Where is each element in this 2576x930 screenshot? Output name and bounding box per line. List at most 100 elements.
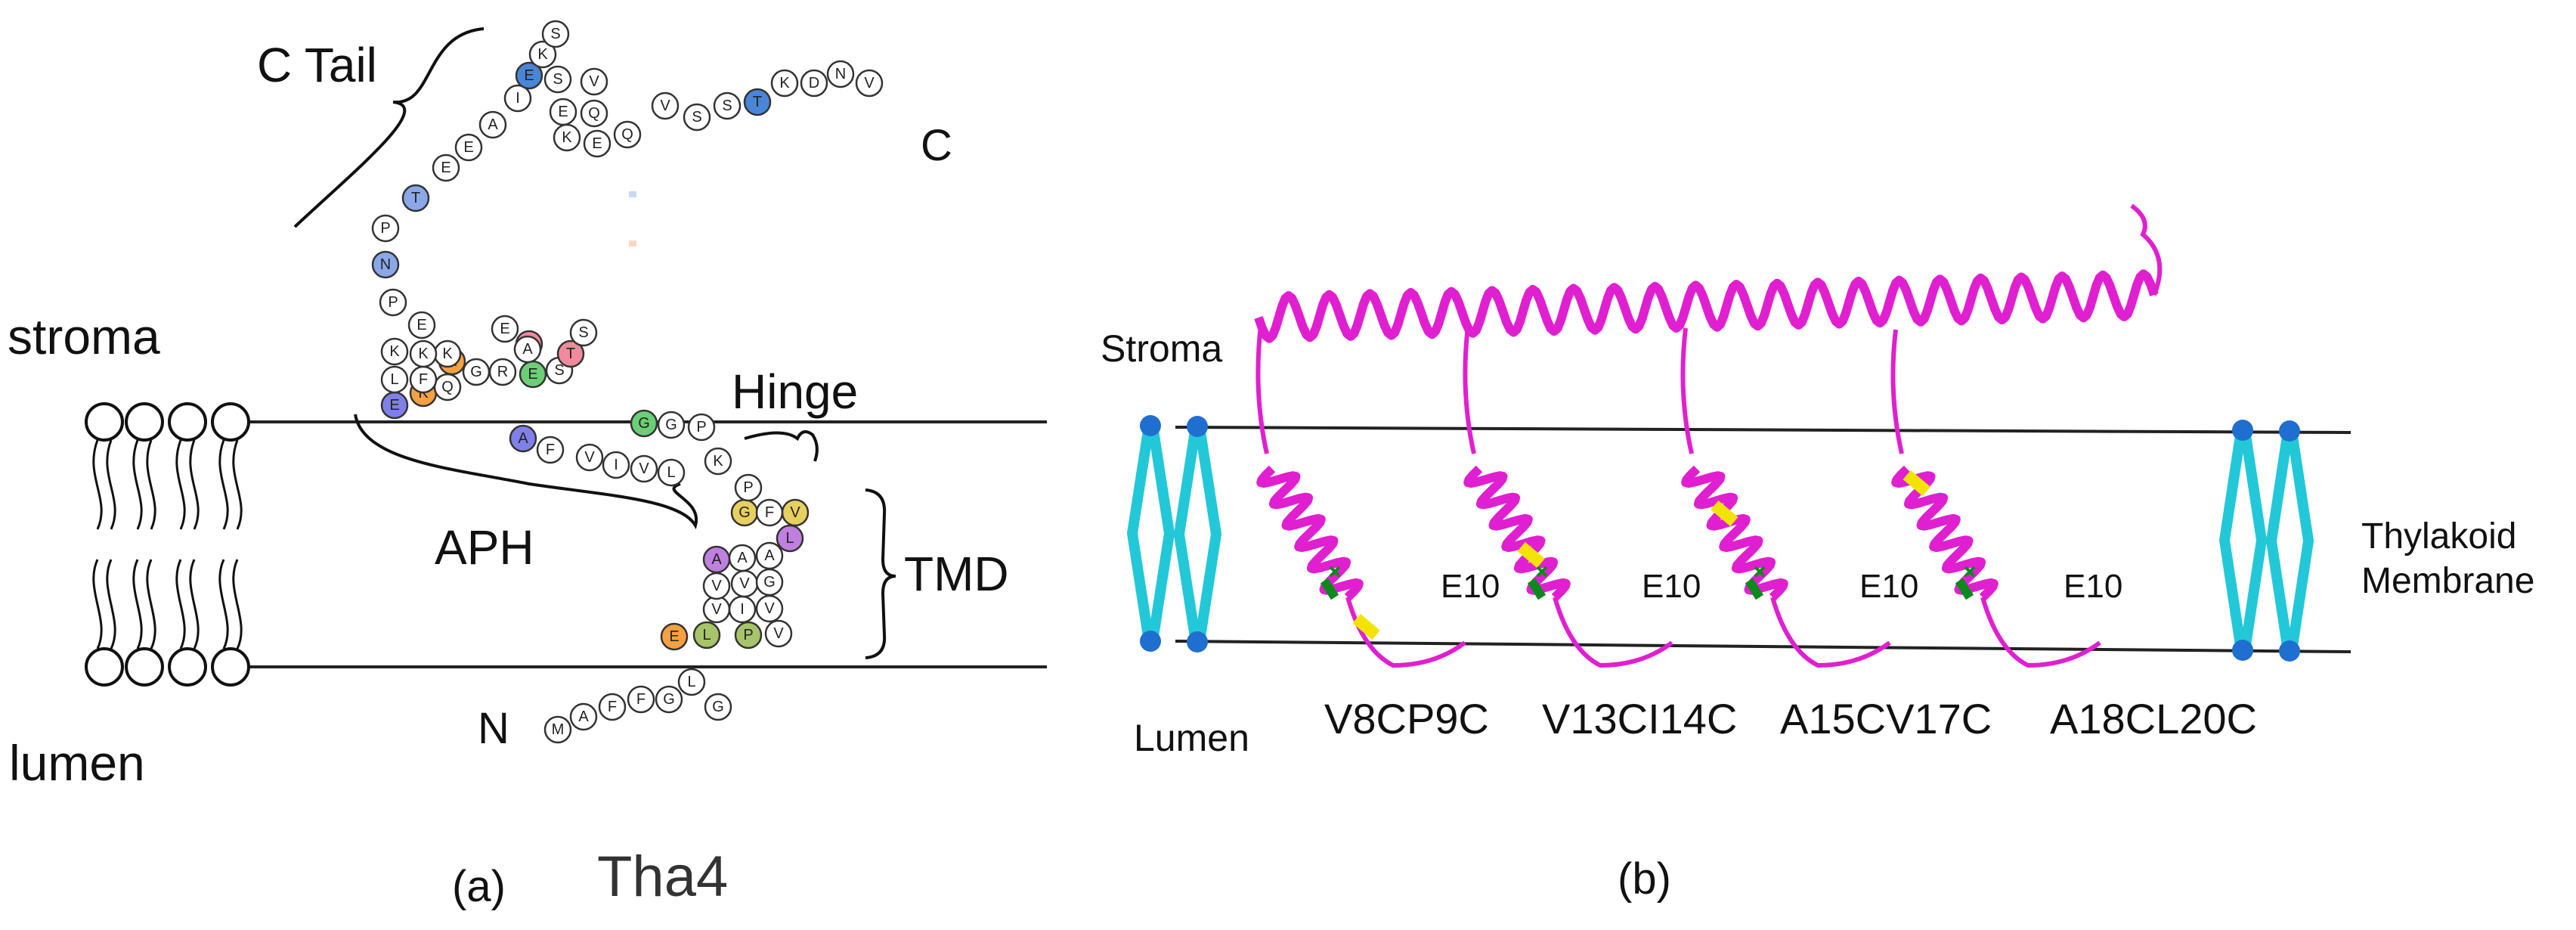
residue: D [800, 69, 828, 98]
residue-letter: V [864, 75, 875, 91]
residue-letter: A [711, 551, 722, 568]
linker-loop [1463, 326, 1476, 454]
lipid-pair-2 [2219, 420, 2314, 662]
residue: V [855, 69, 884, 98]
residue-letter: V [764, 600, 775, 617]
tha4-model-2 [1463, 326, 1673, 668]
residue: V [755, 594, 784, 623]
residue: R [488, 358, 517, 386]
residue: A [728, 544, 757, 572]
lipid-tail [218, 559, 229, 649]
tha4-model-4 [1890, 329, 2101, 668]
lipid-tail [132, 439, 143, 530]
residue-letter: I [516, 90, 520, 107]
residue-circle [657, 458, 686, 487]
lipid-tail [106, 439, 116, 530]
membrane-top-line-b [1175, 426, 2352, 434]
residue: V [630, 454, 658, 483]
residue-letter: Q [621, 126, 633, 143]
residue-letter: T [411, 190, 420, 206]
caption-a: (a) [452, 862, 506, 911]
residue-letter: I [740, 601, 745, 618]
residue-letter: K [562, 129, 572, 146]
residue-letter: F [636, 691, 646, 708]
residue-letter: S [692, 109, 701, 126]
residue-letter: A [764, 547, 775, 564]
lipid-tail [92, 559, 103, 649]
lipid-tail [92, 439, 103, 530]
residue: V [781, 498, 810, 527]
residue-letter: E [441, 160, 450, 176]
residue: T [401, 184, 430, 212]
residue-letter: I [614, 457, 618, 473]
phospholipid-a-1 [85, 402, 124, 687]
residue: L [657, 458, 686, 487]
mutation-site [1711, 500, 1738, 527]
mutant-label: V8CP9C [1324, 695, 1489, 742]
residue-circle [401, 184, 430, 212]
e10-label: E10 [1441, 568, 1500, 605]
residue-letter: V [773, 625, 784, 642]
residue: P [734, 473, 763, 502]
residue-circle [569, 318, 598, 347]
residue: A [702, 545, 731, 574]
lipid-body [2219, 429, 2267, 652]
residue: L [776, 524, 804, 553]
residue-circle [409, 339, 438, 368]
residue-circle [478, 110, 507, 139]
residue: Q [613, 120, 642, 149]
residue-circle [371, 214, 400, 243]
residue-letter: E [463, 139, 473, 156]
residue-letter: G [763, 574, 776, 591]
residue: S [569, 318, 598, 347]
panel-b: Stroma Lumen Thylakoid Membrane E10V8CP9… [1101, 203, 2534, 904]
residue-letter: G [665, 417, 677, 433]
residue: F [755, 498, 784, 527]
e10-sidechain [1964, 566, 1976, 578]
mutant-label: A15CV17C [1780, 695, 1992, 742]
residue-letter: S [722, 98, 732, 114]
residue-letter: K [442, 346, 453, 362]
mutation-site [1903, 470, 1930, 497]
lipid-head-bottom [211, 647, 250, 687]
lipid-tail [132, 559, 143, 649]
residue: E [583, 129, 611, 158]
residue-letter: D [809, 75, 819, 91]
residue-letter: S [554, 362, 564, 379]
residue: G [704, 693, 732, 721]
residue-letter: M [552, 721, 565, 738]
aph-label: APH [435, 520, 534, 575]
residue-circle [553, 123, 581, 152]
mutant-labels: E10V8CP9CE10V13CI14CE10A15CV17CE10A18CL2… [1324, 568, 2257, 742]
residue-circle [513, 335, 542, 364]
panel-a: MAFFGLGELPVVIVVVGAAALGFVPKPGGLVIVFAEKQKG… [8, 20, 1047, 911]
residue-circle [770, 69, 799, 98]
lipid-tail [189, 559, 200, 649]
residue-letter: S [553, 71, 562, 88]
thylakoid-label: Thylakoid [2361, 516, 2516, 556]
linker-loop [1680, 327, 1694, 454]
residue-letter: Q [441, 379, 454, 395]
residue-circle [515, 61, 543, 90]
residue-letter: A [737, 550, 748, 566]
lipid-tail [175, 559, 186, 649]
residue-letter: K [713, 453, 723, 470]
residue-circle [781, 498, 810, 527]
lipid-body [1127, 424, 1175, 643]
lipid-pairs-b [1127, 415, 2314, 662]
residue-circle [491, 315, 519, 343]
residue-circle [651, 91, 680, 120]
residue-circle [380, 337, 409, 366]
residue: Q [580, 99, 608, 128]
lipid-head-bottom [85, 647, 124, 687]
residue-circle [569, 702, 598, 731]
mutation-site [1352, 613, 1380, 640]
residue-letter: E [416, 317, 426, 333]
residue: K [528, 40, 557, 69]
faint-dot-orange [629, 240, 636, 246]
residue-circle [704, 447, 732, 476]
residue: G [655, 685, 683, 714]
residue: F [536, 436, 565, 464]
helix-ribbons [1254, 203, 2163, 668]
residue: A [509, 424, 537, 453]
